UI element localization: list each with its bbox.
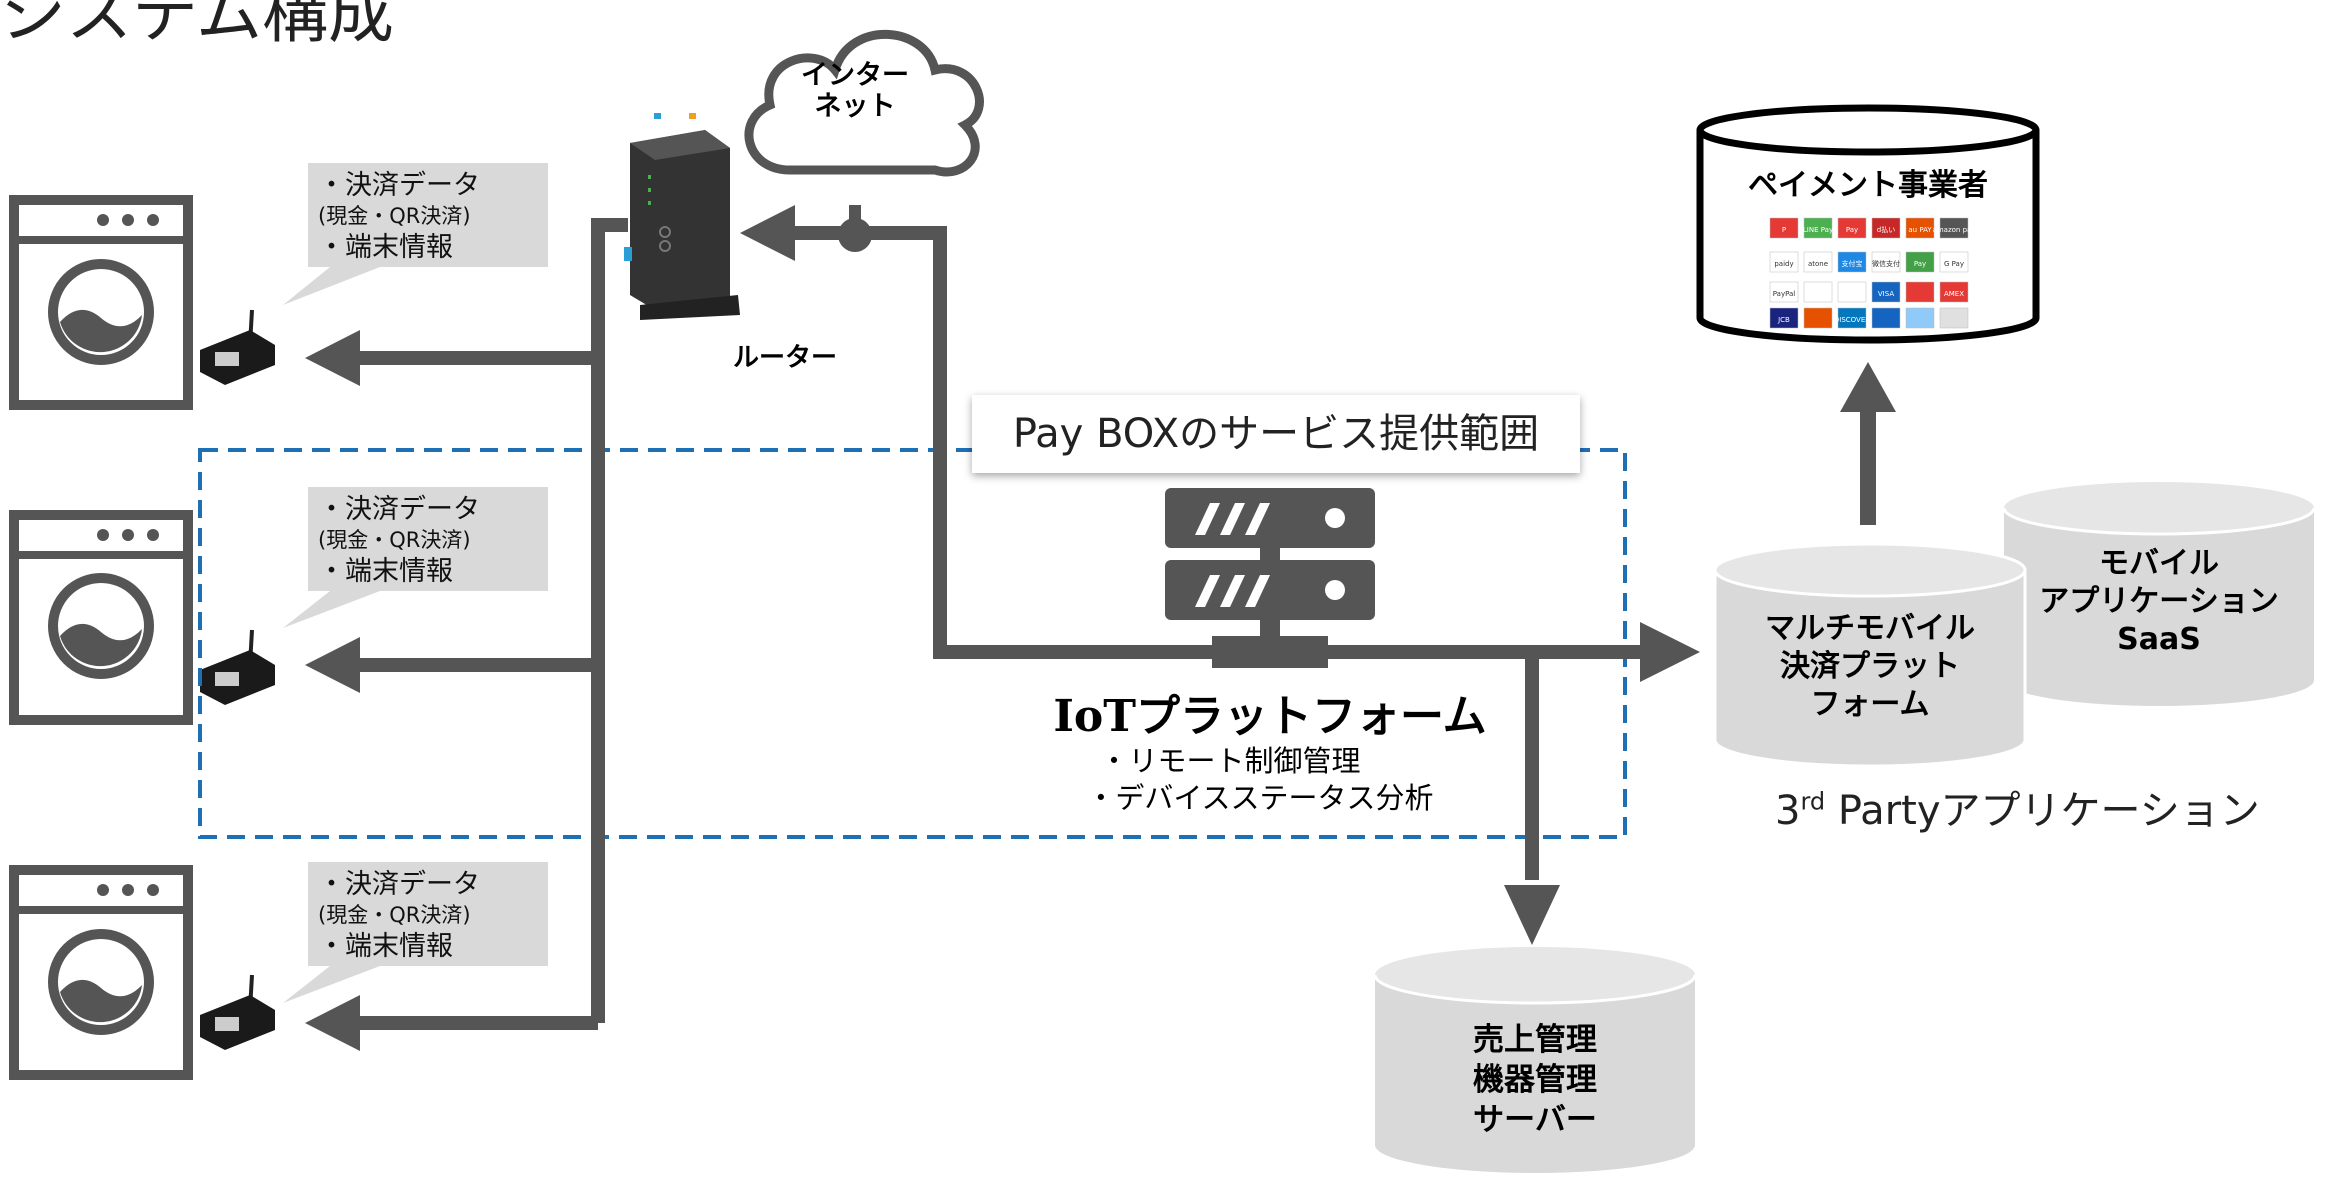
arrow-to-sales-server: [1504, 885, 1560, 945]
iot-device-1: [200, 309, 275, 385]
internet-label: インター ネット: [801, 60, 909, 122]
payment-logo-label: PayPal: [1773, 290, 1796, 298]
payment-logo-tile: [1871, 281, 1901, 303]
internet-junction: [838, 218, 872, 252]
payment-logo-label: JCB: [1777, 316, 1790, 324]
sales-server-label: 売上管理 機器管理 サーバー: [1473, 1022, 1597, 1138]
payment-logo-tile: [1803, 307, 1833, 329]
payment-logo-label: VISA: [1878, 290, 1894, 298]
sales-server-cylinder: [1373, 947, 1697, 1173]
payment-logo-tile: [1769, 307, 1799, 329]
payment-logo-tile: [1871, 217, 1901, 239]
service-scope-label: Pay BOXのサービス提供範囲: [972, 395, 1580, 473]
service-scope-box: [198, 448, 1627, 839]
payment-logo-label: d払い: [1877, 225, 1895, 234]
payment-logo-label: LINE Pay: [1803, 226, 1833, 234]
cloud-icon: [744, 29, 984, 177]
payment-logo-label: paidy: [1774, 260, 1793, 268]
payment-logo-tile: [1837, 307, 1867, 329]
payment-logo-label: Pay: [1846, 226, 1858, 234]
third-party-label: 3rd Partyアプリケーション: [1775, 778, 2260, 836]
third-party-text: Partyアプリケーション: [1825, 788, 2260, 834]
payment-logo-tile: [1837, 281, 1867, 303]
router-icon: [624, 113, 740, 320]
third-party-suffix: rd: [1800, 787, 1826, 816]
payment-provider-cylinder: [1696, 104, 2040, 344]
payment-logo-label: Pay: [1914, 260, 1926, 268]
mobile-saas-label: モバイル アプリケーション SaaS: [2039, 546, 2279, 657]
payment-logo-tile: [1803, 251, 1833, 273]
multi-mobile-label: マルチモバイル 決済プラット フォーム: [1765, 611, 1975, 722]
callout-bubble-3: [283, 862, 548, 1003]
callout-line-2: (現金・QR決済): [318, 204, 471, 228]
payment-logo-tile: [1905, 281, 1935, 303]
callout-line-3: ・端末情報: [318, 931, 453, 962]
payment-logo-tile: [1871, 307, 1901, 329]
callout-text-1: ・決済データ (現金・QR決済) ・端末情報: [318, 170, 480, 263]
payment-logo-label: au PAY: [1908, 226, 1932, 234]
callout-text-3: ・決済データ (現金・QR決済) ・端末情報: [318, 869, 480, 962]
callout-line-1: ・決済データ: [318, 170, 480, 201]
payment-logo-tile: [1803, 281, 1833, 303]
arrow-to-payment: [1840, 362, 1896, 412]
callout-line-3: ・端末情報: [318, 556, 453, 587]
callout-line-3: ・端末情報: [318, 232, 453, 263]
third-party-number: 3: [1775, 788, 1801, 834]
callout-line-2: (現金・QR決済): [318, 903, 471, 927]
callout-bubble-1: [283, 163, 548, 305]
arrow-to-multi-mobile: [1640, 622, 1700, 682]
payment-logo-tile: [1939, 281, 1969, 303]
payment-logo-tile: [1905, 217, 1935, 239]
payment-logo-tile: [1939, 251, 1969, 273]
page-title: システム構成: [0, 0, 395, 52]
washing-machine-3: [9, 865, 193, 1080]
iot-item-status: ・デバイスステータス分析: [1086, 781, 1434, 815]
multi-mobile-cylinder: [1713, 542, 2027, 768]
payment-logo-tile: [1769, 281, 1799, 303]
callout-line-2: (現金・QR決済): [318, 528, 471, 552]
callout-line-1: ・決済データ: [318, 494, 480, 525]
payment-logo-tile: [1803, 217, 1833, 239]
payment-logo-label: amazon pay: [1933, 226, 1976, 234]
payment-logo-tile: [1939, 217, 1969, 239]
arrow-to-device-2: [305, 637, 360, 693]
washing-machine-1: [9, 195, 193, 410]
iot-platform-title: IoTプラットフォーム: [1053, 691, 1487, 742]
iot-item-remote: ・リモート制御管理: [1099, 744, 1361, 778]
arrow-to-router: [740, 205, 795, 261]
payment-provider-title: ペイメント事業者: [1748, 168, 1988, 203]
callout-bubble-2: [283, 487, 548, 628]
arrow-to-device-3: [305, 995, 360, 1051]
payment-logo-label: 支付宝: [1842, 259, 1863, 268]
distribution-lines: [335, 218, 628, 1030]
callout-text-2: ・決済データ (現金・QR決済) ・端末情報: [318, 494, 480, 587]
payment-logo-tile: [1905, 307, 1935, 329]
payment-logo-label: G Pay: [1944, 260, 1964, 268]
iot-device-3: [200, 974, 275, 1050]
payment-logo-tile: [1769, 217, 1799, 239]
payment-logo-label: DISCOVER: [1834, 316, 1870, 324]
payment-logo-tile: [1905, 251, 1935, 273]
callout-line-1: ・決済データ: [318, 869, 480, 900]
payment-logo-label: atone: [1808, 260, 1828, 268]
payment-logo-tile: [1837, 251, 1867, 273]
payment-logo-tile: [1939, 307, 1969, 329]
server-icon: [1165, 488, 1375, 668]
payment-logo-tile: [1769, 251, 1799, 273]
mobile-saas-cylinder: [2002, 482, 2316, 706]
payment-logo-label: AMEX: [1944, 290, 1964, 298]
arrow-to-device-1: [305, 330, 360, 386]
payment-logo-label: P: [1782, 226, 1786, 234]
router-label: ルーター: [733, 343, 838, 373]
payment-logo-tile: [1837, 217, 1867, 239]
payment-logo-label: 微信支付: [1872, 259, 1900, 268]
payment-logo-tile: [1871, 251, 1901, 273]
washing-machine-2: [9, 510, 193, 725]
iot-device-2: [200, 629, 275, 705]
